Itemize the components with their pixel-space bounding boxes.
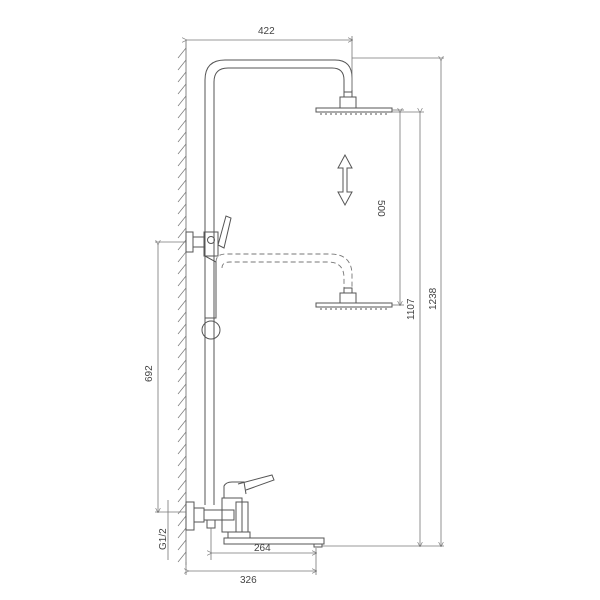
height-adjust-arrow-icon (337, 153, 353, 207)
wall-hatch-lines (177, 47, 187, 563)
dim-label-thread: G1/2 (158, 528, 169, 550)
dim-label-wall-outlet-height: 692 (144, 365, 155, 382)
rain-shower-head-upper (315, 91, 393, 115)
dim-label-height-low: 1107 (406, 298, 417, 320)
shower-riser-pipe (204, 59, 353, 505)
dim-label-height-total: 1238 (428, 287, 439, 310)
rain-shower-head-lower (315, 287, 393, 310)
wall-inlet (185, 501, 235, 531)
dim-label-spout-length: 264 (254, 543, 271, 554)
dim-label-total-depth: 326 (240, 575, 257, 586)
bath-spout (223, 537, 325, 548)
dim-label-top-width: 422 (258, 26, 275, 37)
hand-shower (201, 215, 232, 340)
dimension-lines (155, 36, 444, 575)
dim-label-adjust-range: 500 (375, 200, 386, 217)
wall-bracket (185, 231, 219, 257)
rain-shower-arm-lower-dashed (215, 253, 353, 288)
bath-mixer (221, 474, 275, 539)
